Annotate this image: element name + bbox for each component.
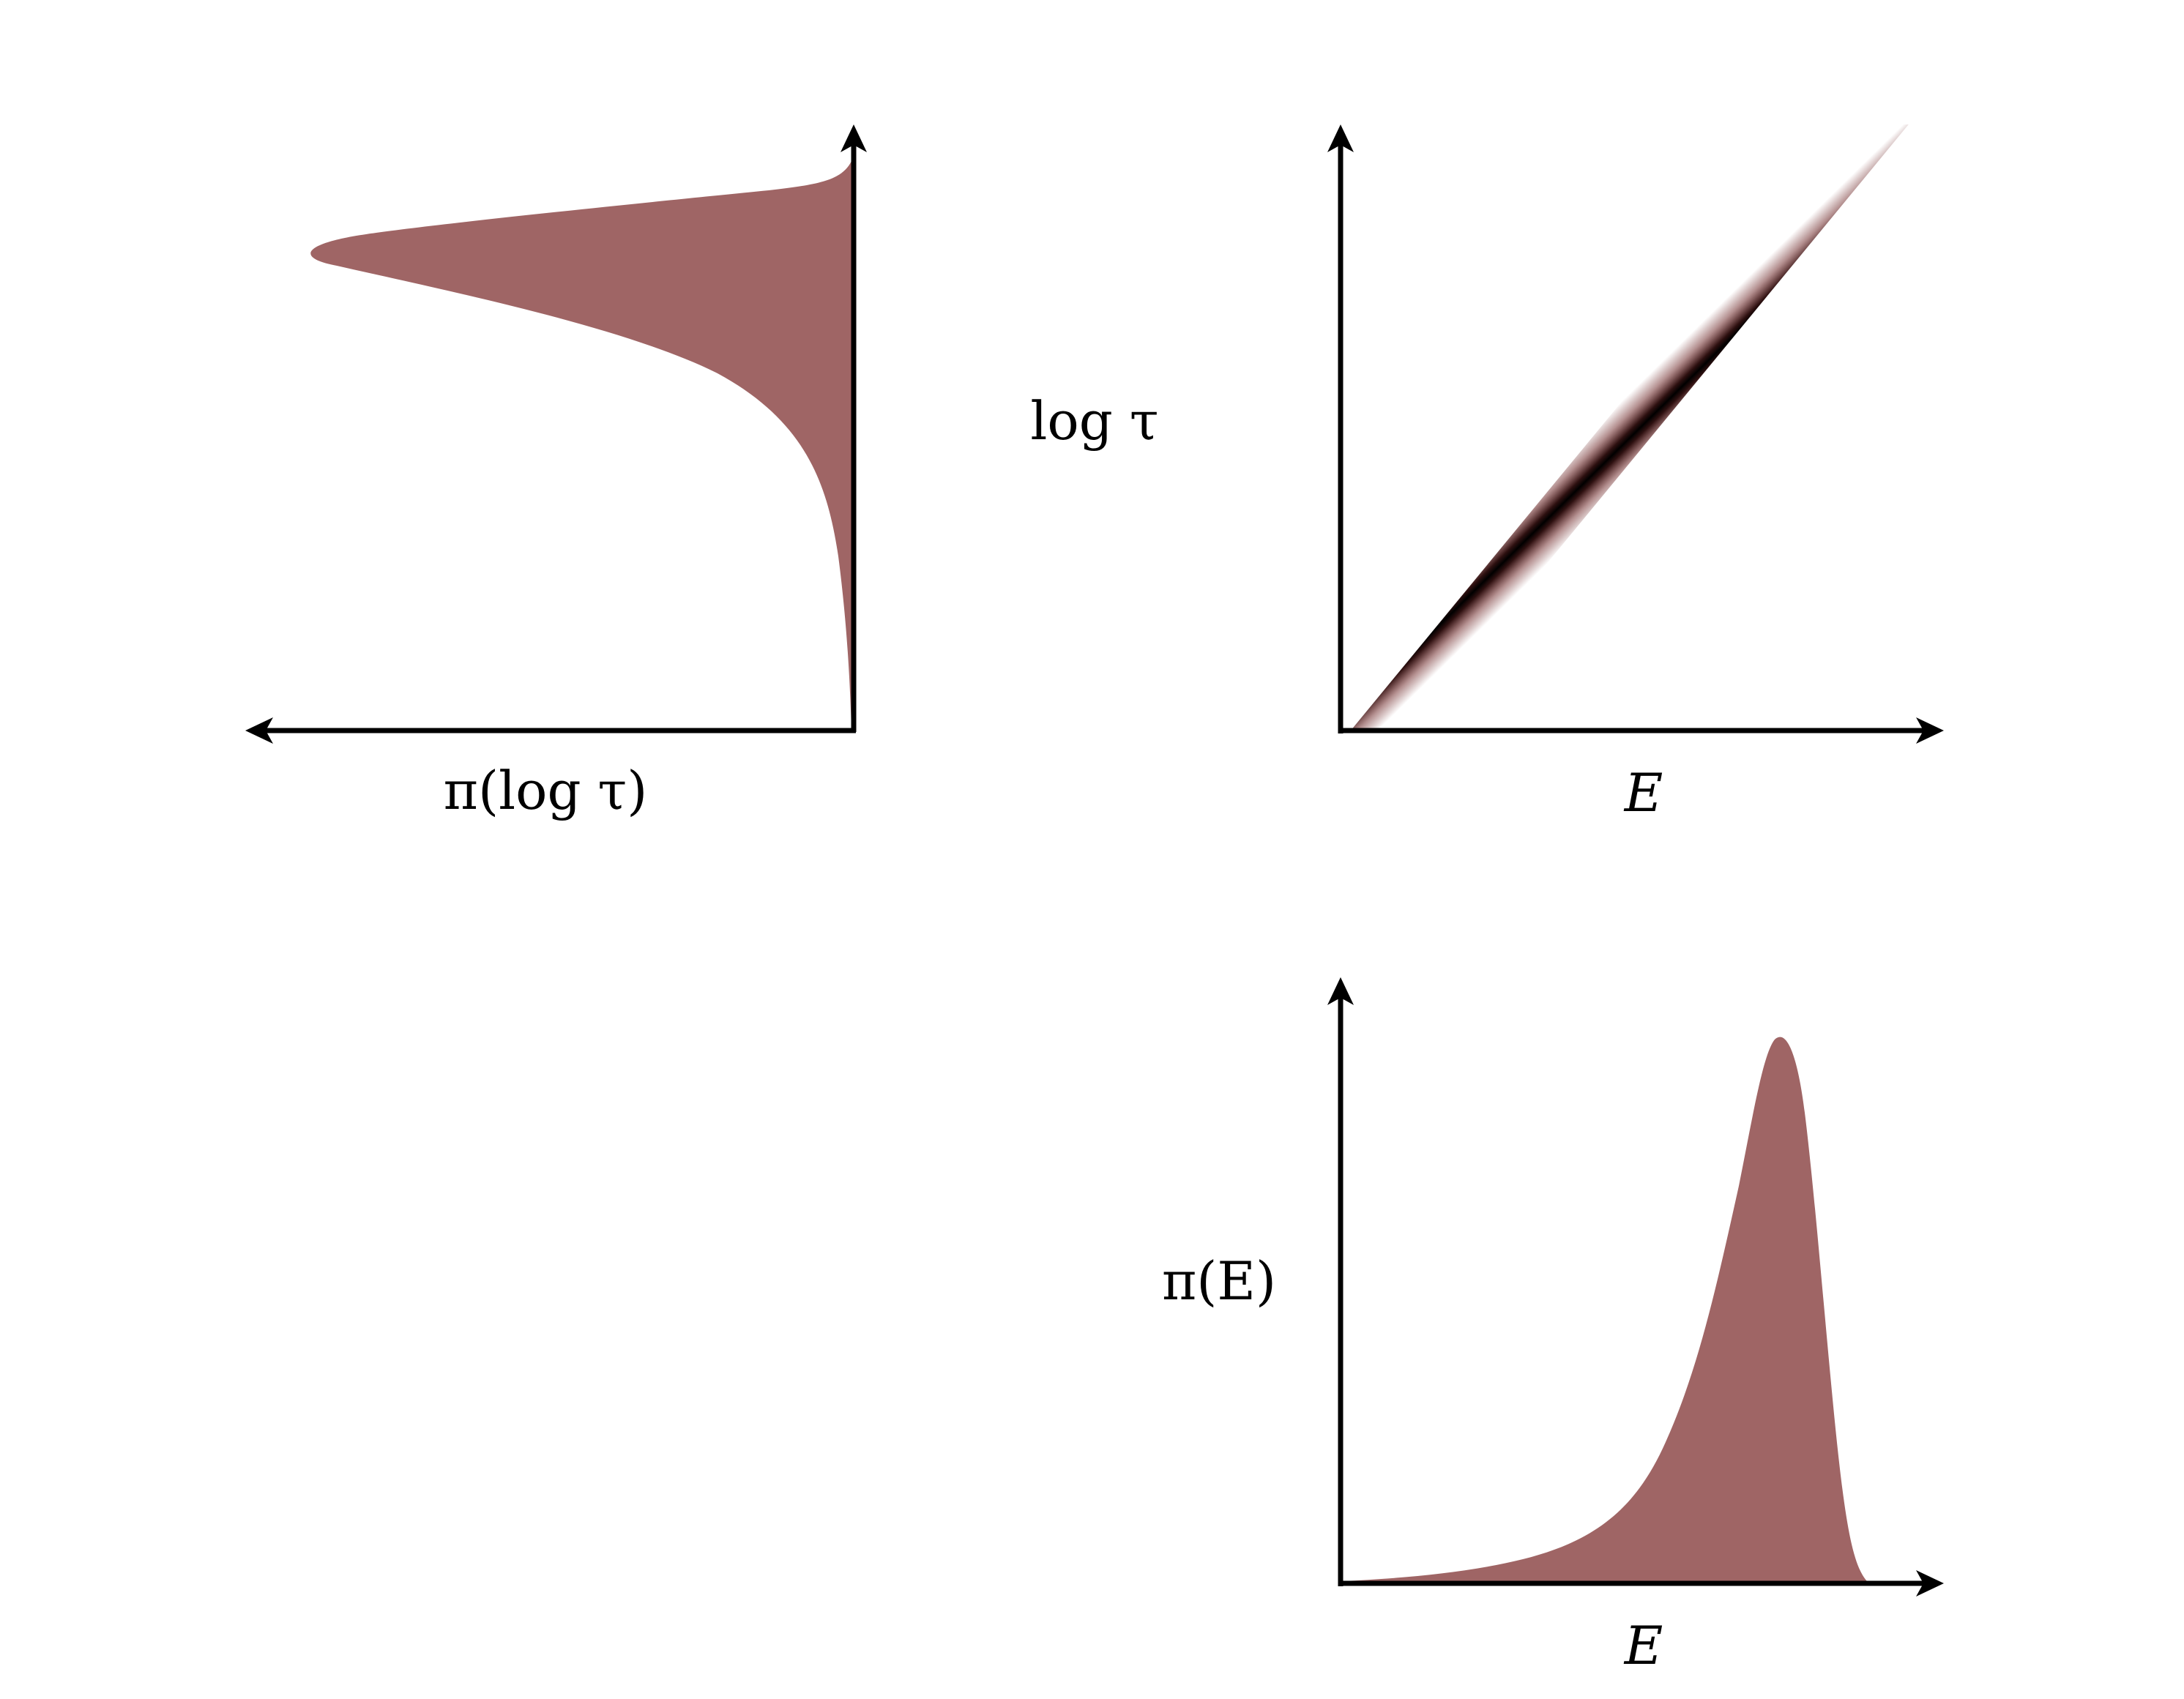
tl-horizontal-arrowhead (245, 717, 273, 744)
tr-y-axis-label: log τ (1030, 390, 1158, 452)
diagonal-band (1349, 124, 1909, 732)
panel-top-left: π(log τ) (245, 124, 867, 821)
panel-top-right: log τ E (1030, 124, 1944, 824)
tr-vertical-arrowhead (1327, 124, 1354, 152)
br-x-axis-label: E (1623, 1615, 1663, 1676)
tr-horizontal-arrowhead (1916, 717, 1944, 744)
tr-x-axis-label: E (1623, 762, 1663, 824)
panel-bottom-right: π(E) E (1162, 977, 1944, 1676)
tl-vertical-arrowhead (841, 124, 867, 152)
br-horizontal-arrowhead (1916, 1570, 1944, 1597)
energy-density-fill (1343, 1037, 1867, 1581)
tl-x-axis-label: π(log τ) (444, 760, 648, 821)
br-vertical-arrowhead (1327, 977, 1354, 1005)
log-tau-density-fill (310, 161, 851, 728)
br-y-axis-label: π(E) (1162, 1250, 1276, 1312)
